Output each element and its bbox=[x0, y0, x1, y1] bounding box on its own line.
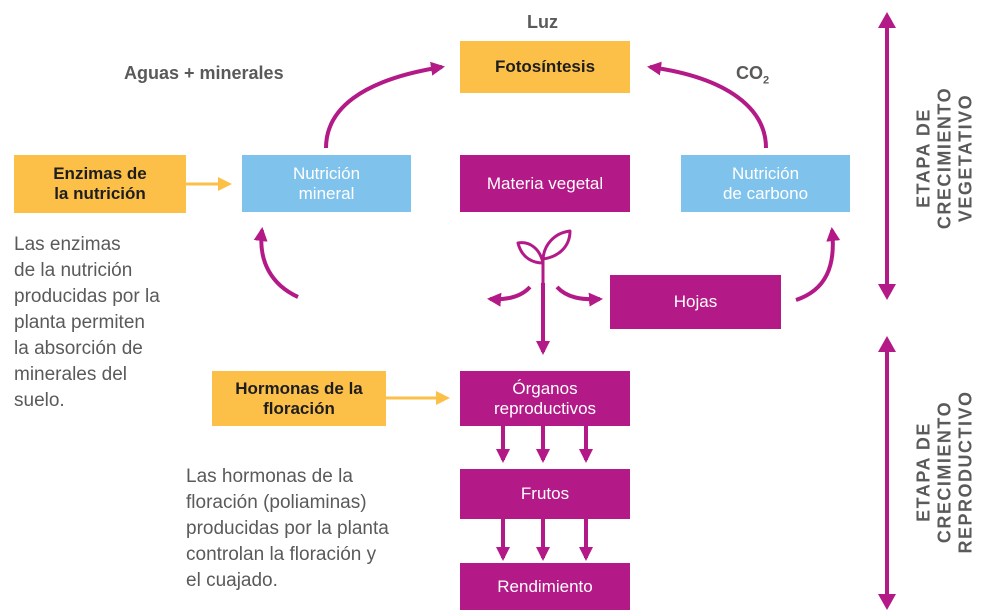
flowering-hormones-line1: Hormonas de la bbox=[235, 378, 363, 398]
reproductive-organs-box: Órganos reproductivos bbox=[460, 371, 630, 426]
mineral-nutrition-box: Nutrición mineral bbox=[242, 155, 411, 212]
arrow-mineral-to-photosynthesis bbox=[324, 61, 445, 149]
arrow-plant-to-leaves bbox=[555, 285, 603, 307]
yield-label: Rendimiento bbox=[497, 576, 593, 596]
enzymes-note-line: de la nutrición bbox=[14, 260, 133, 281]
enzymes-note-line: Las enzimas bbox=[14, 234, 121, 255]
nutrition-enzymes-box: Enzimas de la nutrición bbox=[14, 155, 186, 213]
hormones-note-line: controlan la floración y bbox=[186, 544, 377, 565]
carbon-nutrition-box: Nutrición de carbono bbox=[681, 155, 850, 212]
vegetative-stage-line: ETAPA DE bbox=[913, 108, 934, 208]
hormones-note-line: el cuajado. bbox=[186, 570, 278, 591]
light-label: Luz bbox=[527, 12, 558, 32]
nutrition-enzymes-line2: la nutrición bbox=[54, 184, 146, 203]
reproductive-organs-line1: Órganos bbox=[512, 378, 578, 398]
arrow-carbon-to-photosynthesis bbox=[647, 61, 768, 149]
enzymes-note-line: suelo. bbox=[14, 390, 65, 411]
arrow-loop-to-mineral bbox=[253, 227, 299, 299]
hormones-note-line: floración (poliaminas) bbox=[186, 492, 367, 513]
co2-label: CO2 bbox=[736, 63, 770, 87]
reproductive-stage-line: CRECIMIENTO bbox=[934, 400, 955, 544]
plant-matter-box: Materia vegetal bbox=[460, 155, 630, 212]
vegetative-stage-line: CRECIMIENTO bbox=[934, 86, 955, 230]
mineral-nutrition-line1: Nutrición bbox=[292, 163, 361, 183]
flowering-hormones-line2: floración bbox=[263, 398, 335, 418]
nutrition-enzymes-line1: Enzimas de bbox=[53, 164, 147, 183]
arrow-leaves-to-carbon bbox=[795, 227, 841, 302]
carbon-nutrition-line2: de carbono bbox=[722, 183, 809, 203]
fruits-label: Frutos bbox=[520, 484, 570, 503]
enzymes-note: Las enzimas de la nutrición producidas p… bbox=[14, 232, 214, 414]
reproductive-stage-line: REPRODUCTIVO bbox=[955, 390, 976, 554]
leaves-box: Hojas bbox=[610, 275, 781, 329]
photosynthesis-box: Fotosíntesis bbox=[460, 41, 630, 93]
enzymes-note-line: la absorción de bbox=[14, 338, 143, 359]
sprout-icon bbox=[516, 229, 572, 285]
vegetative-stage-label: ETAPA DE CRECIMIENTO VEGETATIVO bbox=[914, 87, 977, 229]
yield-box: Rendimiento bbox=[460, 563, 630, 610]
carbon-nutrition-line1: Nutrición bbox=[731, 163, 800, 183]
leaves-label: Hojas bbox=[673, 292, 718, 311]
hormones-note-line: producidas por la planta bbox=[186, 518, 389, 539]
enzymes-note-line: producidas por la bbox=[14, 286, 160, 307]
reproductive-stage-arrow bbox=[878, 336, 896, 610]
enzymes-note-line: planta permiten bbox=[14, 312, 145, 333]
hormones-note: Las hormonas de la floración (poliaminas… bbox=[186, 464, 436, 594]
photosynthesis-label: Fotosíntesis bbox=[494, 57, 596, 76]
hormones-note-line: Las hormonas de la bbox=[186, 466, 353, 487]
fruits-box: Frutos bbox=[460, 469, 630, 519]
enzymes-note-line: minerales del bbox=[14, 364, 127, 385]
mineral-nutrition-line2: mineral bbox=[298, 183, 355, 203]
arrow-plant-to-left bbox=[487, 285, 532, 307]
flowering-hormones-box: Hormonas de la floración bbox=[212, 371, 386, 426]
reproductive-stage-label: ETAPA DE CRECIMIENTO REPRODUCTIVO bbox=[914, 390, 977, 553]
reproductive-stage-line: ETAPA DE bbox=[913, 422, 934, 522]
water-minerals-label: Aguas + minerales bbox=[124, 63, 284, 83]
plant-matter-label: Materia vegetal bbox=[486, 173, 604, 193]
vegetative-stage-line: VEGETATIVO bbox=[955, 93, 976, 223]
reproductive-organs-line2: reproductivos bbox=[493, 398, 597, 418]
vegetative-stage-arrow bbox=[878, 12, 896, 300]
